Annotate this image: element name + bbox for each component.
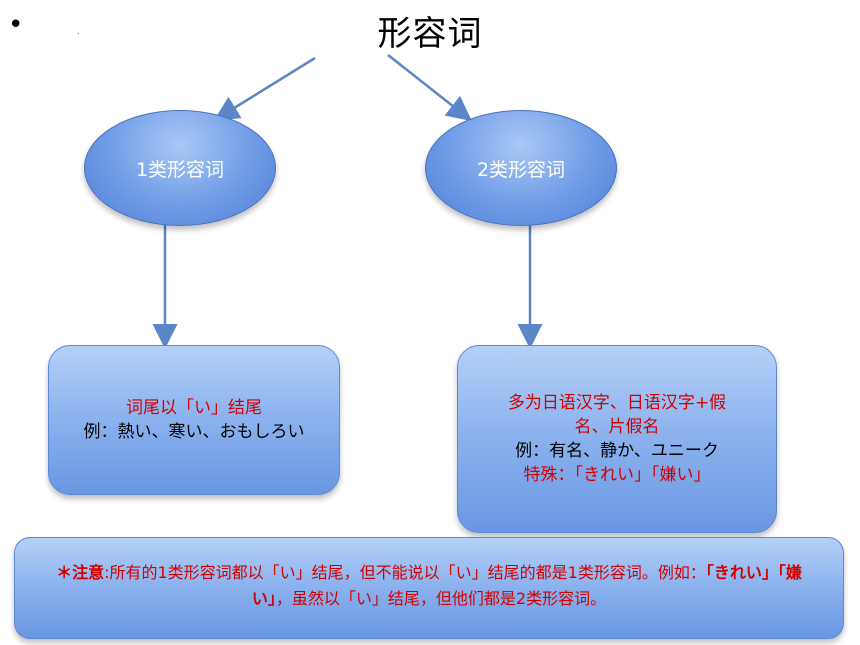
note-text-2: ，虽然以「い」结尾，但他们都是2类形容词。 [275,589,607,608]
note-text-1: :所有的1类形容词都以「い」结尾，但不能说以「い」结尾的都是1类形容词。例如： [104,563,706,582]
dot-mark: . [77,27,80,36]
box-class-2-rule-line1: 多为日语汉字、日语汉字+假 [507,393,727,413]
ellipse-class-1: 1类形容词 [84,110,276,226]
note-box: ＊注意:所有的1类形容词都以「い」结尾，但不能说以「い」结尾的都是1类形容词。例… [14,537,844,639]
note-examples: 「きれい」「嫌い」 [251,563,802,608]
ellipse-class-2: 2类形容词 [425,110,617,226]
box-class-2-special: 特殊：「きれい」「嫌い」 [523,465,711,485]
box-class-1-rule: 词尾以「い」结尾 [126,398,262,418]
ellipse-class-1-label: 1类形容词 [135,158,225,181]
box-class-1-example: 例：熱い、寒い、おもしろい [83,422,305,442]
box-class-2-rule-line2: 名、片假名 [574,417,660,437]
box-class-2: 多为日语汉字、日语汉字+假 名、片假名 例：有名、静か、ユニーク 特殊：「きれい… [457,345,777,533]
note-prefix: ＊注意 [56,563,105,582]
arrow-title-to-right [387,54,472,122]
ellipse-class-2-label: 2类形容词 [476,158,566,181]
bullet: • [8,10,24,40]
arrow-title-to-left [213,56,316,121]
box-class-2-example: 例：有名、静か、ユニーク [515,441,719,461]
box-class-1: 词尾以「い」结尾 例：熱い、寒い、おもしろい [48,345,340,495]
slide-title: 形容词 [377,14,483,54]
